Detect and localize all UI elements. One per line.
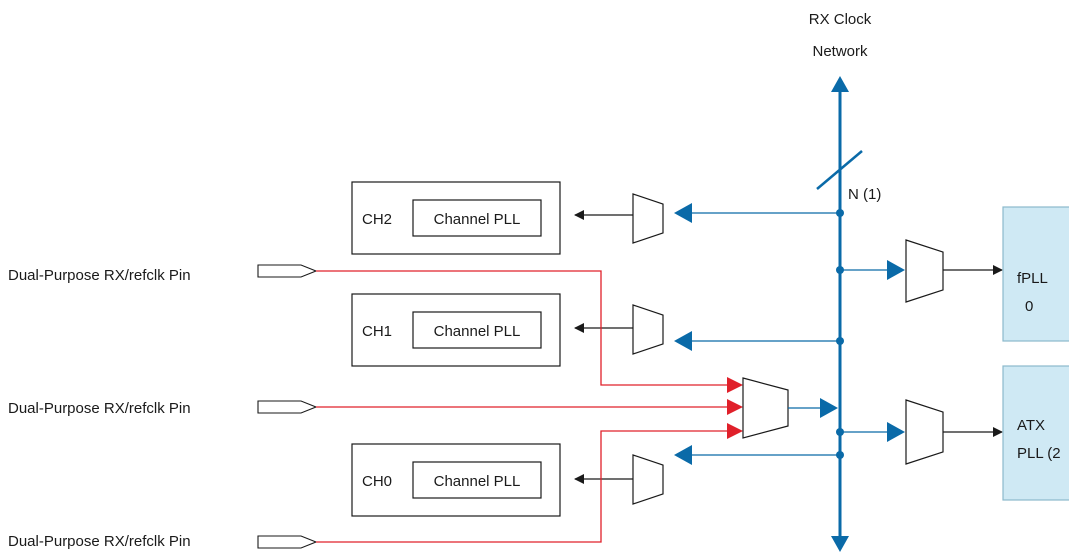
- atx-pll: ATX PLL (2: [840, 365, 1069, 501]
- fpll-box: [1002, 206, 1069, 342]
- atx-mux: [905, 399, 944, 465]
- pin-0: Dual-Purpose RX/refclk Pin: [8, 264, 318, 284]
- ch1-mux: [632, 304, 664, 355]
- channel-name: CH2: [362, 211, 392, 228]
- ch0-feed: [574, 445, 840, 505]
- refclk-mux: [742, 377, 838, 439]
- atx-label-line1: ATX: [1017, 417, 1045, 434]
- channel-ch1: CH1 Channel PLL: [351, 293, 561, 367]
- channel-pll-label: Channel PLL: [434, 211, 521, 228]
- network-input-arrow-icon: [820, 398, 838, 418]
- fpll-blue-arrow-icon: [887, 260, 905, 280]
- rx-network-title-line1: RX Clock: [809, 11, 872, 28]
- fpll-label-line2: 0: [1025, 298, 1033, 315]
- red-arrow-icon: [727, 399, 743, 415]
- pin-connector-icon: [257, 264, 318, 278]
- red-arrow-icon: [727, 377, 743, 393]
- pin-label: Dual-Purpose RX/refclk Pin: [8, 267, 191, 284]
- fpll-label-line1: fPLL: [1017, 270, 1048, 287]
- bus-arrow-down-icon: [831, 536, 849, 552]
- bus-arrow-up-icon: [831, 76, 849, 92]
- channel-pll-label: Channel PLL: [434, 323, 521, 340]
- channel-ch2: CH2 Channel PLL: [351, 181, 561, 255]
- red-arrow-icon: [727, 423, 743, 439]
- channel-name: CH1: [362, 323, 392, 340]
- pin-connector-icon: [257, 535, 318, 549]
- fpll-mux: [905, 239, 944, 303]
- pin-connector-icon: [257, 400, 318, 414]
- channel-pll-label: Channel PLL: [434, 473, 521, 490]
- ch1-blue-arrow-icon: [674, 331, 692, 351]
- rx-clock-bus: [816, 76, 863, 552]
- bus-width-label: N (1): [848, 186, 881, 203]
- fpll-0: fPLL 0: [840, 206, 1069, 342]
- ch0-mux: [632, 454, 664, 505]
- channel-name: CH0: [362, 473, 392, 490]
- ch2-mux: [632, 193, 664, 244]
- pin-label: Dual-Purpose RX/refclk Pin: [8, 533, 191, 550]
- bus-width-slash: [816, 150, 863, 190]
- ch0-blue-arrow-icon: [674, 445, 692, 465]
- channel-ch0: CH0 Channel PLL: [351, 443, 561, 517]
- refclk-arrows: [727, 377, 743, 439]
- ch2-blue-arrow-icon: [674, 203, 692, 223]
- atx-pll-box: [1002, 365, 1069, 501]
- pin-label: Dual-Purpose RX/refclk Pin: [8, 400, 191, 417]
- channel-pll-box: [412, 461, 542, 499]
- channel-pll-box: [412, 199, 542, 237]
- atx-label-line2: PLL (2: [1017, 445, 1061, 462]
- rx-network-title-line2: Network: [812, 43, 868, 60]
- refclk-routing: [316, 270, 728, 543]
- pin-1: Dual-Purpose RX/refclk Pin: [8, 400, 318, 417]
- atx-blue-arrow-icon: [887, 422, 905, 442]
- pin-2: Dual-Purpose RX/refclk Pin: [8, 533, 318, 550]
- channel-pll-box: [412, 311, 542, 349]
- ch1-feed: [574, 304, 840, 355]
- ch2-feed: [574, 193, 840, 244]
